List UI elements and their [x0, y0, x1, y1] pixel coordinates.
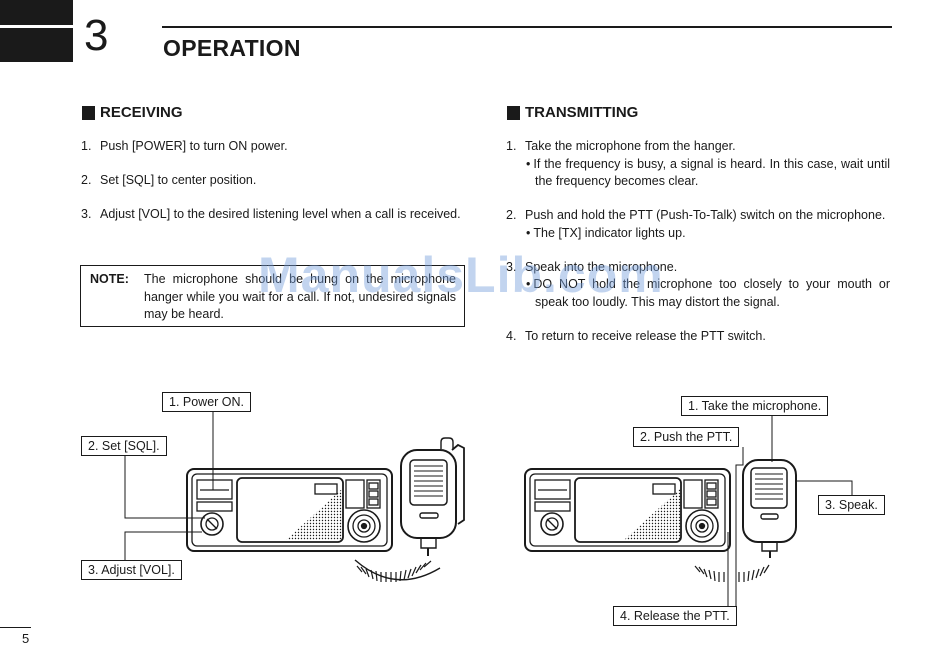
chapter-title: OPERATION [163, 35, 301, 61]
chapter-tab [0, 0, 73, 62]
receiving-step: 3. Adjust [VOL] to the desired listening… [81, 207, 461, 221]
receiving-heading: RECEIVING [82, 104, 183, 121]
note-box: NOTE: The microphone should be hung on t… [80, 265, 465, 327]
callout-power-on: 1. Power ON. [162, 392, 252, 412]
callout-adjust-vol: 3. Adjust [VOL]. [81, 560, 182, 580]
callout-take-microphone: 1. Take the microphone. [681, 396, 829, 416]
receiving-steps: 1. Push [POWER] to turn ON power. 2. Set… [81, 138, 465, 240]
step-text: Push and hold the PTT (Push-To-Talk) swi… [525, 208, 886, 222]
step-text: Adjust [VOL] to the desired listening le… [100, 207, 461, 221]
page-number: 5 [22, 631, 30, 646]
step-text: Take the microphone from the hanger. [525, 139, 736, 153]
transmitting-steps: 1. Take the microphone from the hanger. … [506, 138, 890, 362]
chapter-number: 3 [84, 11, 109, 60]
right-coil-cord [694, 564, 770, 582]
receiving-step: 2. Set [SQL] to center position. [81, 173, 257, 187]
heading-square-icon [82, 105, 95, 120]
note-text: The microphone should be hung on the mic… [144, 272, 456, 321]
transmitting-step: 3. Speak into the microphone. DO NOT hol… [506, 259, 890, 312]
callout-push-ptt: 2. Push the PTT. [633, 427, 740, 447]
callout-release-ptt: 4. Release the PTT. [613, 606, 737, 626]
left-transceiver [186, 468, 393, 552]
note-label: NOTE: [90, 272, 129, 286]
transmitting-step: 1. Take the microphone from the hanger. … [506, 138, 890, 191]
transmitting-heading-label: TRANSMITTING [525, 104, 639, 121]
step-subnote: The [TX] indicator lights up. [525, 225, 890, 243]
right-transceiver [524, 468, 731, 552]
header-rule [162, 26, 892, 28]
receiving-step: 1. Push [POWER] to turn ON power. [81, 139, 288, 153]
callout-set-sql: 2. Set [SQL]. [81, 436, 167, 456]
left-leader-lines [124, 412, 214, 560]
left-coil-cord [356, 560, 432, 582]
step-text: Set [SQL] to center position. [100, 173, 257, 187]
transmitting-step: 2. Push and hold the PTT (Push-To-Talk) … [506, 207, 890, 242]
heading-square-icon [507, 105, 520, 120]
transmitting-step: 4. To return to receive release the PTT … [506, 328, 766, 343]
transmitting-heading: TRANSMITTING [507, 104, 638, 121]
step-text: To return to receive release the PTT swi… [525, 328, 766, 343]
step-subnote: DO NOT hold the microphone too closely t… [525, 276, 890, 311]
page-number-rule [0, 627, 31, 628]
callout-speak: 3. Speak. [818, 495, 885, 515]
receiving-heading-label: RECEIVING [100, 104, 183, 121]
left-microphone [354, 437, 465, 581]
step-text: Speak into the microphone. [525, 259, 678, 274]
right-microphone [742, 459, 797, 558]
step-subnote: If the frequency is busy, a signal is he… [525, 156, 890, 191]
step-text: Push [POWER] to turn ON power. [100, 139, 288, 153]
